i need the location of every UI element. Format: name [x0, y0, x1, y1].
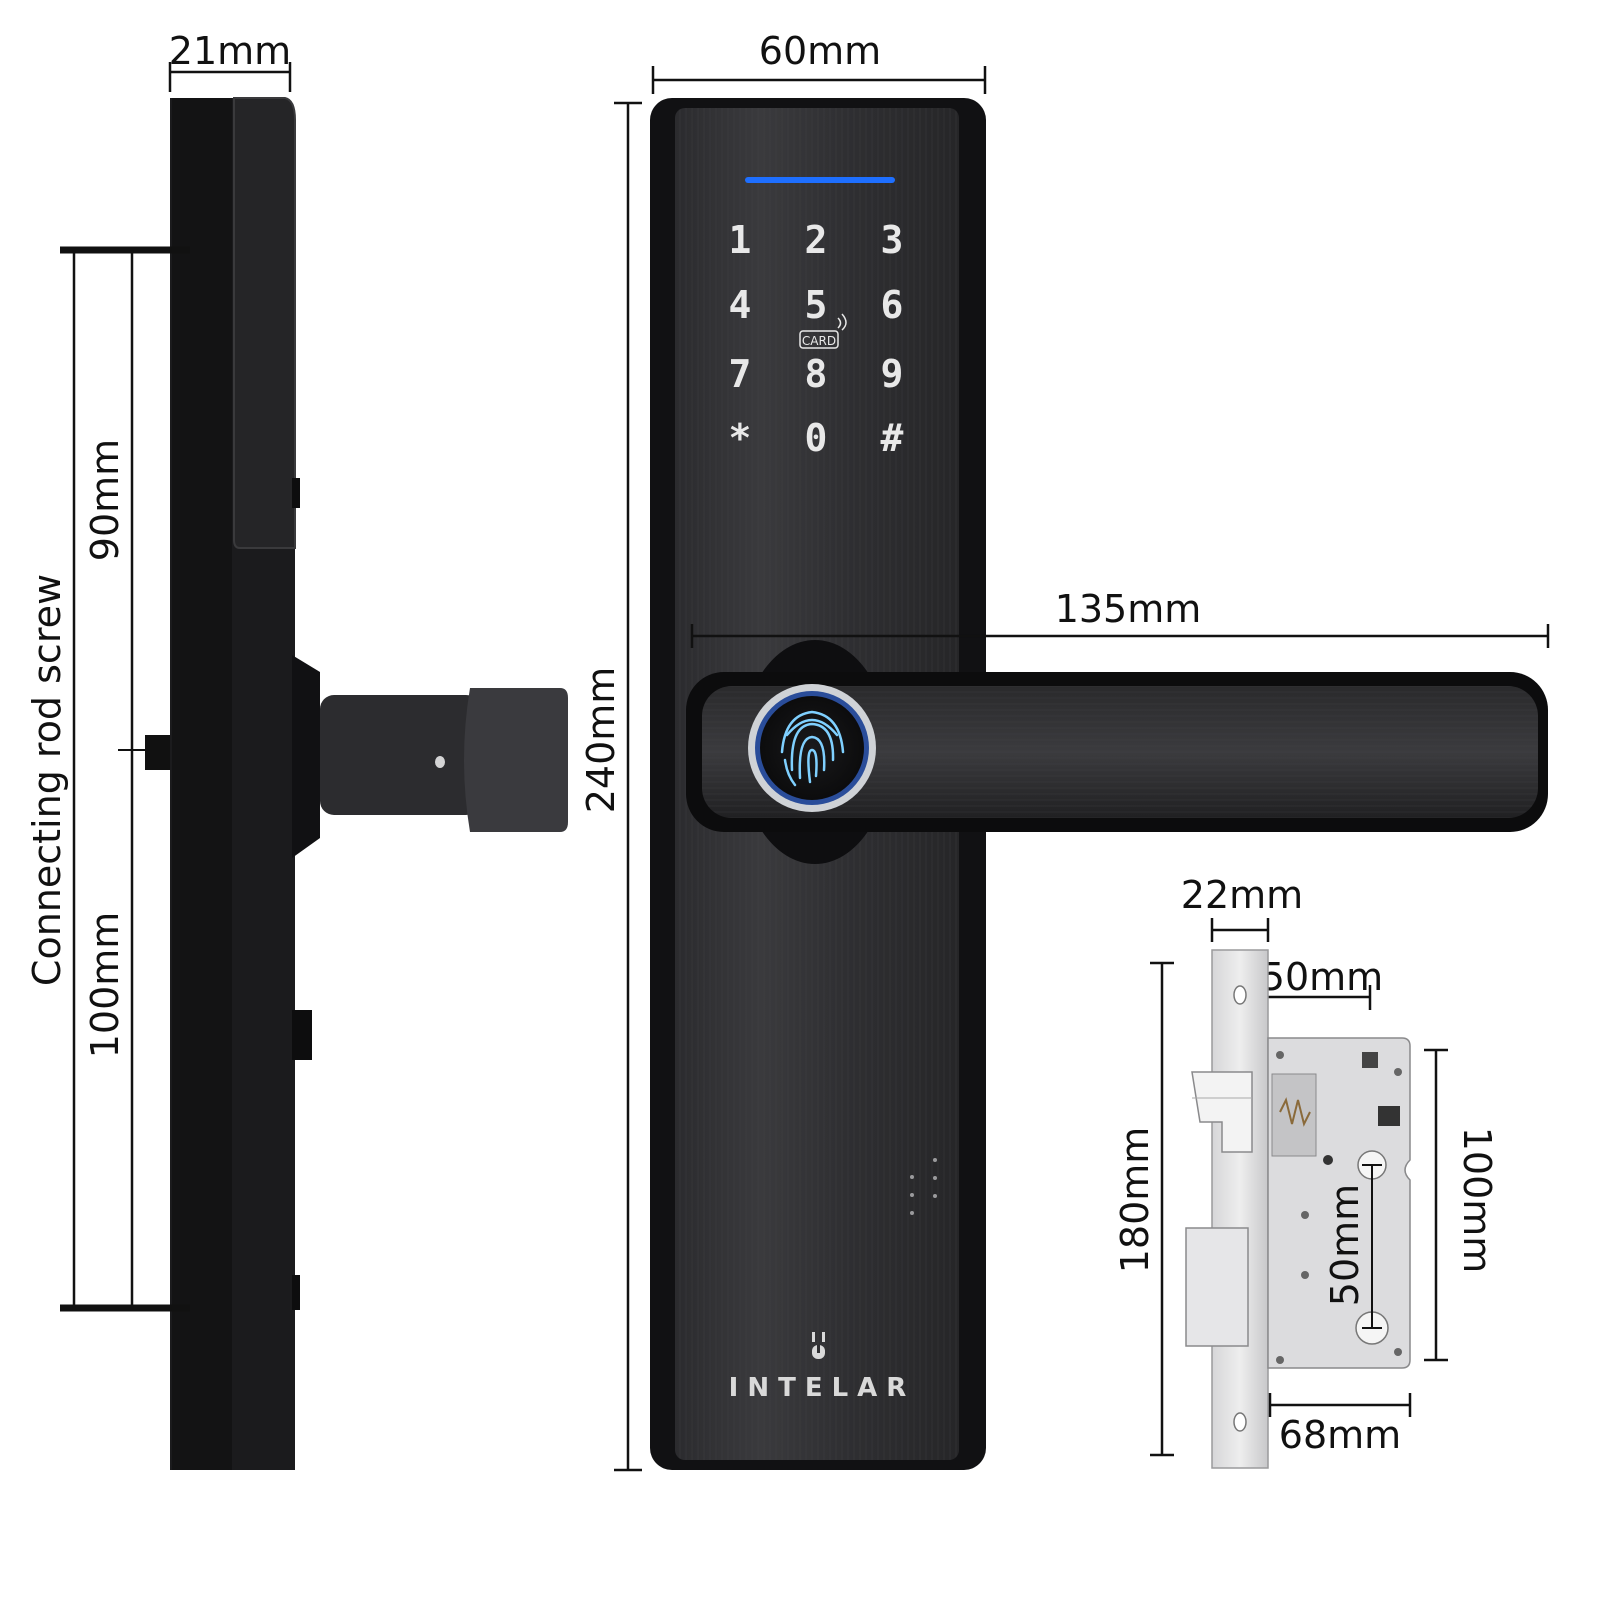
spindle-shaft — [320, 695, 480, 815]
spindle-end — [464, 688, 568, 832]
side-view: 21mm Connecting rod screw 90mm 100mm — [25, 29, 568, 1470]
rod-label: Connecting rod screw — [25, 574, 69, 986]
keypad[interactable]: 1 2 3 4 5 6 7 8 9 * 0 # — [729, 218, 904, 460]
speaker-grille — [910, 1158, 937, 1215]
spindle-collar — [292, 655, 320, 858]
keypad-key[interactable]: 7 — [729, 352, 752, 396]
mortise-faceplate — [1211, 949, 1269, 1469]
side-width-label: 21mm — [169, 29, 291, 73]
latch-bolt — [1191, 1071, 1253, 1153]
lower-spacing-label: 100mm — [83, 912, 127, 1059]
keypad-key[interactable]: * — [729, 416, 752, 460]
center-distance-label: 50mm — [1323, 1184, 1367, 1306]
keypad-key[interactable]: 9 — [881, 352, 904, 396]
side-button — [292, 1010, 312, 1060]
keypad-key[interactable]: 1 — [729, 218, 752, 262]
front-height-label: 240mm — [579, 667, 623, 814]
card-reader-icon — [799, 330, 839, 349]
fingerprint-icon[interactable] — [780, 710, 845, 787]
keypad-key[interactable]: 4 — [729, 283, 752, 327]
keypad-key[interactable]: 8 — [805, 352, 828, 396]
latch-spring — [1279, 1097, 1311, 1127]
keypad-key[interactable]: 5 — [805, 283, 828, 327]
upper-spacing-label: 90mm — [83, 439, 127, 561]
card-label: CARD — [802, 334, 836, 348]
handle-length-label: 135mm — [1055, 587, 1202, 631]
front-view: 60mm 240mm 1 2 3 4 5 6 7 8 9 * 0 # CARD — [579, 29, 1550, 1472]
backset-label: 50mm — [1261, 955, 1383, 999]
faceplate-width-label: 22mm — [1181, 873, 1303, 917]
status-indicator-bar — [745, 177, 895, 183]
body-height-label: 100mm — [1455, 1127, 1499, 1274]
keypad-key[interactable]: # — [881, 416, 904, 460]
brand-logo-icon — [812, 1332, 825, 1359]
keypad-key[interactable]: 0 — [805, 416, 828, 460]
keypad-key[interactable]: 6 — [881, 283, 904, 327]
mortise-view: 22mm 50mm 180mm — [1113, 873, 1499, 1469]
brand-name: INTELAR — [729, 1373, 916, 1403]
keypad-key[interactable]: 2 — [805, 218, 828, 262]
mortise-height-label: 180mm — [1113, 1127, 1157, 1274]
deadbolt — [1185, 1227, 1249, 1347]
body-width-label: 68mm — [1279, 1413, 1401, 1457]
front-width-label: 60mm — [759, 29, 881, 73]
keypad-key[interactable]: 3 — [881, 218, 904, 262]
